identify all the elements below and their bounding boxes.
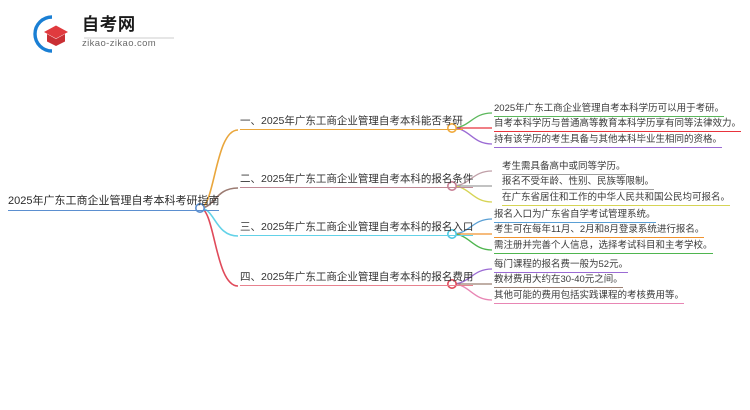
mindmap-leaf-node-1-1[interactable]: 2025年广东工商企业管理自考本科学历可以用于考研。: [494, 103, 725, 117]
mindmap-leaf-node-4-2[interactable]: 教材费用大约在30-40元之间。: [494, 274, 623, 288]
site-logo: 自考网 zikao-zikao.com: [22, 8, 182, 60]
link-root-branch-4: [199, 207, 239, 287]
logo-arc-icon: [33, 15, 53, 53]
mindmap-branch-node-3[interactable]: 三、2025年广东工商企业管理自考本科的报名入口: [240, 221, 474, 237]
mindmap-root-node[interactable]: 2025年广东工商企业管理自考本科考研指南: [8, 195, 220, 211]
mindmap-leaf-node-2-3[interactable]: 在广东省居住和工作的中华人民共和国公民均可报名。: [502, 192, 731, 206]
link-b3-leaf-3: [451, 233, 493, 251]
mindmap-leaf-node-2-2[interactable]: 报名不受年龄、性别、民族等限制。: [502, 176, 655, 190]
mindmap-leaf-node-3-2[interactable]: 考生可在每年11月、2月和8月登录系统进行报名。: [494, 224, 705, 238]
mindmap-leaf-node-3-3[interactable]: 需注册并完善个人信息，选择考试科目和主考学校。: [494, 240, 713, 254]
mindmap-branch-node-1[interactable]: 一、2025年广东工商企业管理自考本科能否考研: [240, 115, 463, 131]
mindmap-leaf-node-1-2[interactable]: 自考本科学历与普通高等教育本科学历享有同等法律效力。: [494, 118, 742, 132]
mindmap-leaf-node-4-1[interactable]: 每门课程的报名费一般为52元。: [494, 259, 629, 273]
link-b1-leaf-3: [451, 127, 493, 145]
logo-svg: [33, 15, 174, 53]
mindmap-leaf-node-4-3[interactable]: 其他可能的费用包括实践课程的考核费用等。: [494, 290, 685, 304]
link-b2-leaf-3: [451, 185, 493, 203]
logo-cap-base-icon: [47, 34, 65, 46]
mindmap-leaf-node-3-1[interactable]: 报名入口为广东省自学考试管理系统。: [494, 209, 656, 223]
logo-brand-url: zikao-zikao.com: [82, 38, 157, 49]
link-root-branch-3: [199, 207, 239, 237]
logo-cap-top-icon: [44, 25, 68, 39]
link-b4-leaf-3: [451, 283, 493, 301]
mindmap-branch-node-4[interactable]: 四、2025年广东工商企业管理自考本科的报名费用: [240, 271, 474, 287]
mindmap-leaf-node-1-3[interactable]: 持有该学历的考生具备与其他本科毕业生相同的资格。: [494, 134, 723, 148]
mindmap-leaf-node-2-1[interactable]: 考生需具备高中或同等学历。: [502, 161, 626, 175]
logo-brand-cn: 自考网: [82, 15, 136, 34]
mindmap-branch-node-2[interactable]: 二、2025年广东工商企业管理自考本科的报名条件: [240, 173, 474, 189]
